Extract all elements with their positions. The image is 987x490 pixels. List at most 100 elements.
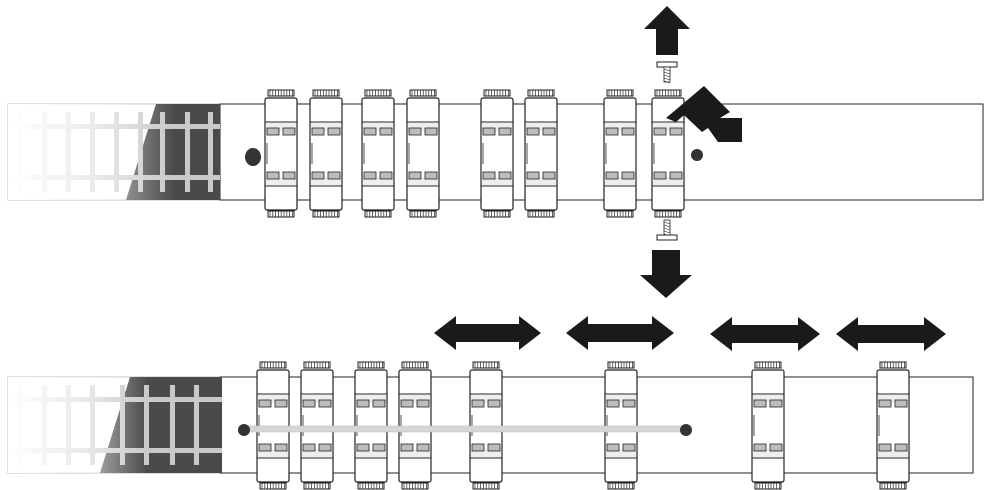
clamp xyxy=(878,399,892,408)
clamp xyxy=(356,443,370,452)
clamp xyxy=(266,127,280,136)
block-band xyxy=(311,177,341,185)
block-band xyxy=(471,449,501,457)
rail-panel xyxy=(7,376,974,474)
clamp xyxy=(482,171,496,180)
clamp xyxy=(302,443,316,452)
screw-thread xyxy=(663,68,671,72)
clamp xyxy=(498,127,512,136)
clamp xyxy=(274,399,288,408)
clamp xyxy=(894,399,908,408)
block-body xyxy=(361,97,395,211)
clamp xyxy=(416,399,430,408)
wheel-block xyxy=(469,361,503,490)
wheel-block xyxy=(300,361,334,490)
wheel-block xyxy=(480,89,514,218)
clamp xyxy=(878,443,892,452)
clamp xyxy=(363,171,377,180)
pivot-dot xyxy=(238,424,250,436)
clamp xyxy=(274,443,288,452)
clamp xyxy=(258,399,272,408)
fade-overlay xyxy=(8,377,148,473)
screw-thread xyxy=(663,230,671,234)
block-body xyxy=(406,97,440,211)
screw-thread xyxy=(663,74,671,78)
screw-thread xyxy=(663,80,671,84)
arrow-up-icon xyxy=(644,6,690,55)
wheel-block xyxy=(406,89,440,218)
rail-tie xyxy=(170,385,175,465)
wheel-block xyxy=(751,361,785,490)
block-band xyxy=(266,123,296,131)
block-band xyxy=(753,449,783,457)
clamp xyxy=(487,399,501,408)
fade-overlay xyxy=(8,104,174,200)
clamp xyxy=(606,399,620,408)
screw-thread xyxy=(663,227,671,231)
block-band xyxy=(753,395,783,403)
block-band xyxy=(302,395,332,403)
clamp xyxy=(471,443,485,452)
clamp xyxy=(526,171,540,180)
clamp xyxy=(258,443,272,452)
block-band xyxy=(266,177,296,185)
block-band xyxy=(653,123,683,131)
wheel-blocks xyxy=(238,89,910,490)
wheel-block xyxy=(603,89,637,218)
screw-icon xyxy=(656,61,678,84)
clamp xyxy=(311,171,325,180)
carrier-base xyxy=(219,376,974,474)
screw-thread xyxy=(663,77,671,81)
clamp xyxy=(327,127,341,136)
double-arrow-icon xyxy=(566,316,674,350)
clamp xyxy=(282,127,296,136)
clamp xyxy=(408,171,422,180)
block-band xyxy=(526,123,556,131)
clamp xyxy=(605,127,619,136)
block-band xyxy=(482,123,512,131)
screw-thread xyxy=(663,71,671,75)
block-band xyxy=(605,177,635,185)
clamp xyxy=(669,171,683,180)
block-band xyxy=(606,449,636,457)
clamp xyxy=(669,127,683,136)
curved-arrow-icon xyxy=(666,86,742,142)
wheel-block xyxy=(361,89,395,218)
clamp xyxy=(318,443,332,452)
block-band xyxy=(356,449,386,457)
double-arrow-icon xyxy=(836,317,946,351)
clamp xyxy=(363,127,377,136)
clamp xyxy=(400,443,414,452)
double-arrow-icon xyxy=(434,316,541,350)
block-band xyxy=(526,177,556,185)
block-band xyxy=(482,177,512,185)
clamp xyxy=(753,443,767,452)
clamp xyxy=(424,171,438,180)
block-band xyxy=(363,177,393,185)
clamp xyxy=(769,443,783,452)
block-body xyxy=(603,97,637,211)
rail-tie xyxy=(185,112,190,192)
block-band xyxy=(878,395,908,403)
wheel-block xyxy=(524,89,558,218)
clamp xyxy=(542,127,556,136)
clamp xyxy=(498,171,512,180)
block-body xyxy=(480,97,514,211)
clamp xyxy=(327,171,341,180)
clamp xyxy=(372,399,386,408)
screw-thread xyxy=(663,221,671,225)
clamp xyxy=(622,399,636,408)
double-arrow-icon xyxy=(710,317,820,351)
wheel-block xyxy=(604,361,638,490)
wheel-block xyxy=(398,361,432,490)
block-band xyxy=(400,395,430,403)
wheel-block xyxy=(264,89,298,218)
carrier-base xyxy=(219,103,984,201)
clamp xyxy=(282,171,296,180)
screw-thread xyxy=(663,224,671,228)
clamp xyxy=(526,127,540,136)
arrow-down-icon xyxy=(640,250,692,298)
clamp xyxy=(621,171,635,180)
pivot-dot xyxy=(691,149,703,161)
